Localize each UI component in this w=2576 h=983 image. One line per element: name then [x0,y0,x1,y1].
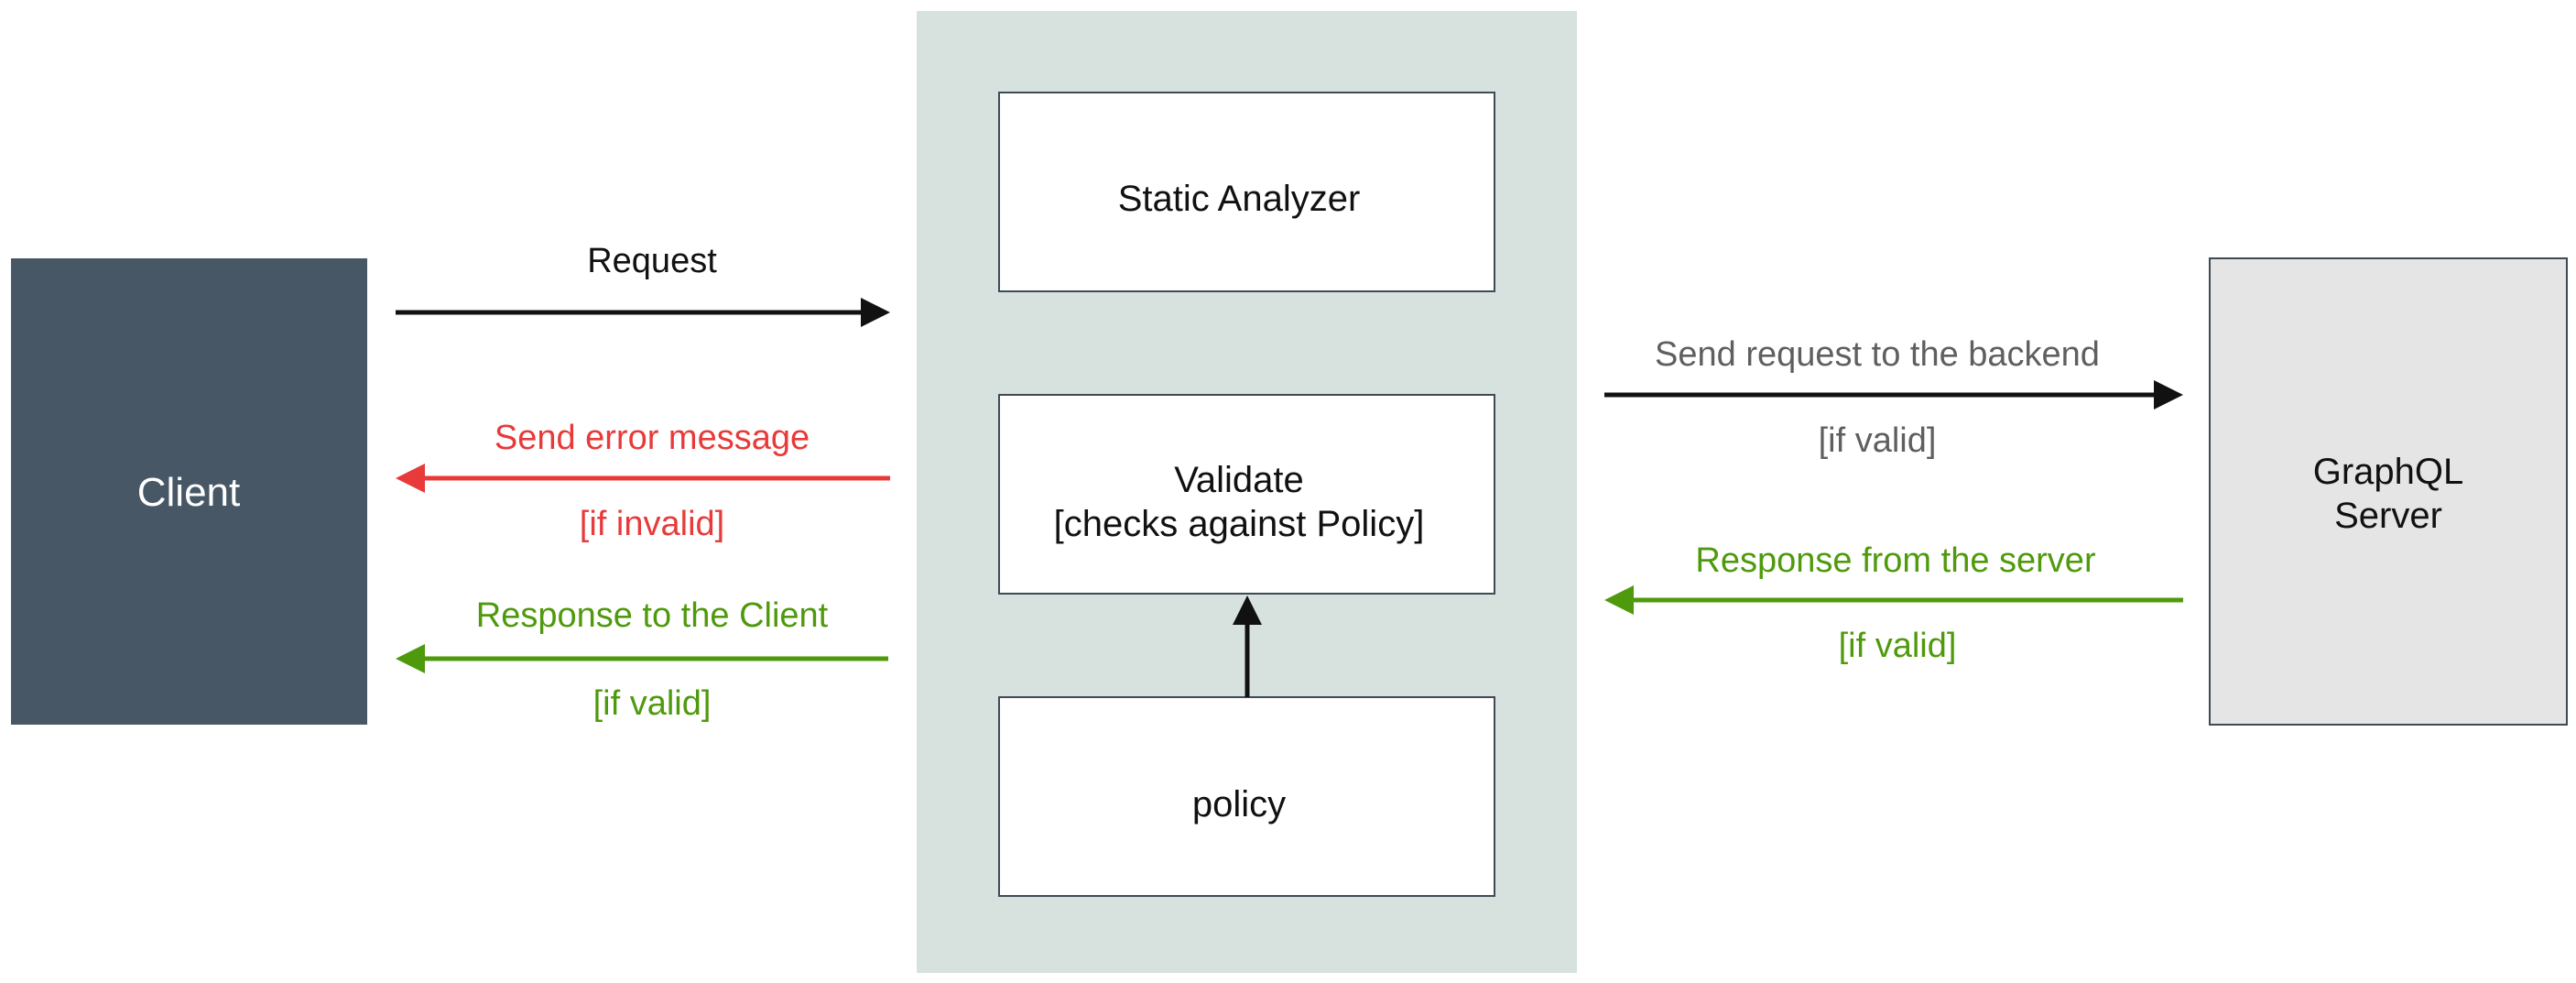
error-label: Send error message [495,419,810,457]
response-client-condition: [if valid] [593,684,712,723]
error-condition: [if invalid] [580,505,724,543]
policy-box [998,696,1495,897]
client-box [11,258,367,725]
static-analyzer-label: Static Analyzer [1118,179,1361,219]
static-analyzer-box [998,92,1495,292]
from-server-condition: [if valid] [1839,627,1957,665]
client-label: Client [137,470,241,515]
graphql-server-label-line2: Server [2334,496,2442,536]
error-arrowhead [396,464,425,493]
response-client-arrowhead [396,644,425,673]
from-server-arrowhead [1604,585,1634,615]
policy-label: policy [1192,784,1286,825]
to-backend-condition: [if valid] [1819,421,1937,460]
from-server-label: Response from the server [1695,541,2096,580]
validate-box [998,394,1495,595]
to-backend-label: Send request to the backend [1655,335,2100,374]
to-backend-arrowhead [2154,380,2183,410]
graphql-server-label-line1: GraphQL [2313,452,2464,492]
policy-to-validate-arrowhead [1233,595,1262,625]
validate-sublabel: [checks against Policy] [1054,504,1425,544]
request-label: Request [587,242,717,280]
graphql-server-box [2209,257,2568,726]
response-client-label: Response to the Client [476,596,829,635]
request-arrowhead [861,298,890,327]
validate-label: Validate [1174,460,1304,500]
